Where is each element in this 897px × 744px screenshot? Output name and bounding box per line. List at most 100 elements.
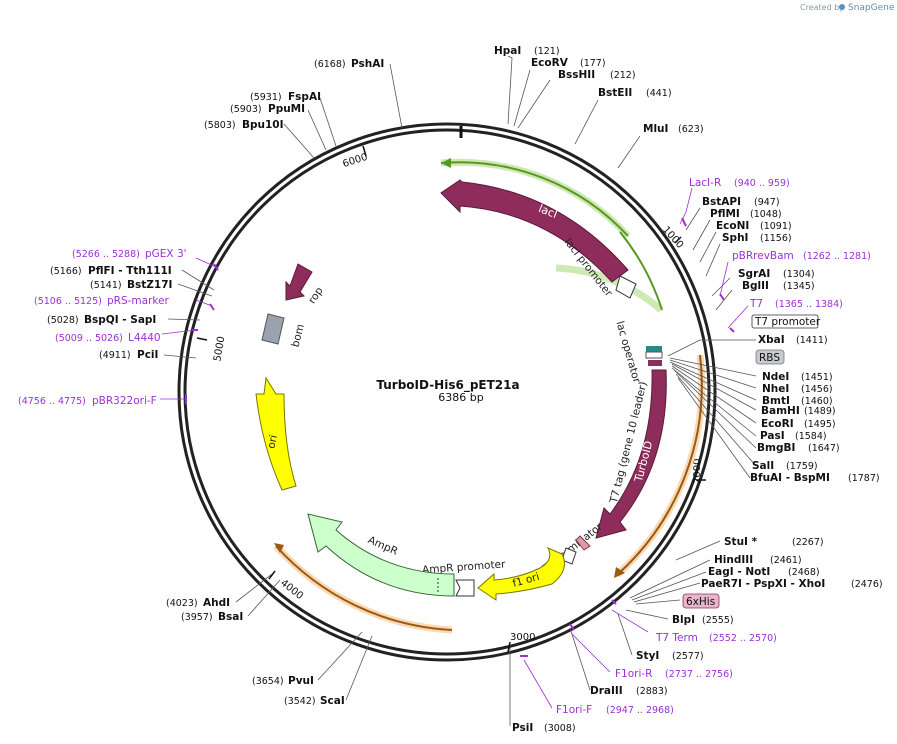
site-position: (6168) xyxy=(314,59,346,70)
site-name: BssHII xyxy=(558,69,595,81)
t7-promoter-label: T7 promoter xyxy=(754,316,821,328)
site-name: PflFI - Tth111I xyxy=(88,265,172,277)
site-position: (2555) xyxy=(702,615,734,626)
t7-tag-box xyxy=(648,360,662,366)
primer-name: L4440 xyxy=(128,332,161,344)
site-name: PshAI xyxy=(351,58,384,70)
site-position: (1304) xyxy=(783,269,815,280)
site-name: EagI - NotI xyxy=(708,566,770,578)
primer-name: T7 Term xyxy=(655,632,698,644)
site-name: EcoNI xyxy=(716,220,749,232)
turboid-orf-arrowhead xyxy=(614,567,625,578)
primer-name: F1ori-R xyxy=(615,668,652,680)
site-name: SphI xyxy=(722,232,748,244)
site-position: (441) xyxy=(646,88,672,99)
primer-position: (2737 .. 2756) xyxy=(665,669,733,680)
laci-orf-tail xyxy=(619,231,663,311)
site-position: (1156) xyxy=(760,233,792,244)
site-position: (5028) xyxy=(47,315,79,326)
turboid-feature-arrow xyxy=(595,369,667,539)
lac-operator-box xyxy=(646,346,662,352)
site-position: (177) xyxy=(580,58,606,69)
rbs-tag xyxy=(755,349,785,365)
site-position: (2883) xyxy=(636,686,668,697)
six-his-label: 6xHis xyxy=(686,596,715,608)
primer-name: T7 xyxy=(749,298,763,310)
plasmid-name: TurboID-His6_pET21a xyxy=(376,378,519,393)
site-position: (1647) xyxy=(808,443,840,454)
primer-position: (1262 .. 1281) xyxy=(803,251,871,262)
site-position: (2267) xyxy=(792,537,824,548)
bom-feature-box xyxy=(261,313,285,345)
site-name: PaeR7I - PspXI - XhoI xyxy=(701,578,825,590)
site-name: BstZ17I xyxy=(127,279,172,291)
site-name: SgrAI xyxy=(738,268,770,280)
site-name: StuI * xyxy=(724,536,758,548)
svg-text:3000: 3000 xyxy=(510,632,535,643)
primer-name: pGEX 3' xyxy=(145,248,187,260)
svg-text:5000: 5000 xyxy=(212,335,227,362)
svg-text:6000: 6000 xyxy=(341,152,369,170)
tick-3000: 3000 xyxy=(507,632,535,653)
site-position: (5903) xyxy=(230,104,262,115)
laci-orf-arc xyxy=(440,161,629,237)
backbone-inner-ring xyxy=(183,128,711,656)
site-name: BlpI xyxy=(672,614,695,626)
site-name: BmgBI xyxy=(757,442,795,454)
rop-label: rop xyxy=(306,285,326,306)
t7-promoter-box xyxy=(645,351,663,359)
site-position: (5803) xyxy=(204,120,236,131)
site-name: PasI xyxy=(760,430,785,442)
site-position: (121) xyxy=(534,46,560,57)
primer-position: (1365 .. 1384) xyxy=(775,299,843,310)
turboid-orf-arc xyxy=(616,354,703,576)
primer-position: (2552 .. 2570) xyxy=(709,633,777,644)
primer-position: (5266 .. 5288) xyxy=(72,249,140,260)
site-labels: HpaI (121) EcoRV (177) BssHII (212) BstE… xyxy=(47,45,883,734)
site-name: ScaI xyxy=(320,695,345,707)
tick-5000: 5000 xyxy=(196,335,227,362)
site-position: (623) xyxy=(678,124,704,135)
site-name: BstAPI xyxy=(702,196,741,208)
primer-name: pBRrevBam xyxy=(732,250,794,262)
site-name: HindIII xyxy=(714,554,753,566)
ori-label: ori xyxy=(265,434,280,450)
site-position: (5141) xyxy=(90,280,122,291)
site-name: HpaI xyxy=(494,45,521,57)
site-position: (3654) xyxy=(252,676,284,687)
site-name: FspAI xyxy=(288,91,321,103)
primer-leaders xyxy=(160,187,749,709)
site-name: MluI xyxy=(643,123,668,135)
site-name: StyI xyxy=(636,650,659,662)
lac-operator-label: lac operator xyxy=(613,320,642,385)
bom-label: bom xyxy=(290,323,307,349)
site-name: AhdI xyxy=(203,597,230,609)
site-leaders xyxy=(163,55,757,726)
site-position: (2461) xyxy=(770,555,802,566)
site-position: (4023) xyxy=(166,598,198,609)
site-name: EcoRV xyxy=(531,57,569,69)
laci-promoter-arrow xyxy=(615,275,637,299)
six-his-tag xyxy=(682,593,720,609)
primer-name: pBR322ori-F xyxy=(92,395,157,407)
site-position: (1345) xyxy=(783,281,815,292)
site-position: (1759) xyxy=(786,461,818,472)
site-name: BfuAI - BspMI xyxy=(750,472,830,484)
site-position: (212) xyxy=(610,70,636,81)
site-position: (5166) xyxy=(50,266,82,277)
site-position: (2577) xyxy=(672,651,704,662)
site-name: PflMI xyxy=(710,208,740,220)
primer-name: F1ori-F xyxy=(556,704,592,716)
snapgene-logo-icon xyxy=(839,4,845,10)
t7-promoter-tag xyxy=(751,314,819,329)
site-name: PpuMI xyxy=(268,103,305,115)
ori-feature-arrow xyxy=(255,376,297,491)
site-position: (1787) xyxy=(848,473,880,484)
primer-labels: LacI-R (940 .. 959) pBRrevBam (1262 .. 1… xyxy=(18,177,871,716)
laci-feature-arrow xyxy=(440,179,629,283)
site-position: (1048) xyxy=(750,209,782,220)
site-name: BspQI - SapI xyxy=(84,314,156,326)
primer-name: pRS-marker xyxy=(107,295,170,307)
ampr-promoter-arrow xyxy=(455,579,475,597)
